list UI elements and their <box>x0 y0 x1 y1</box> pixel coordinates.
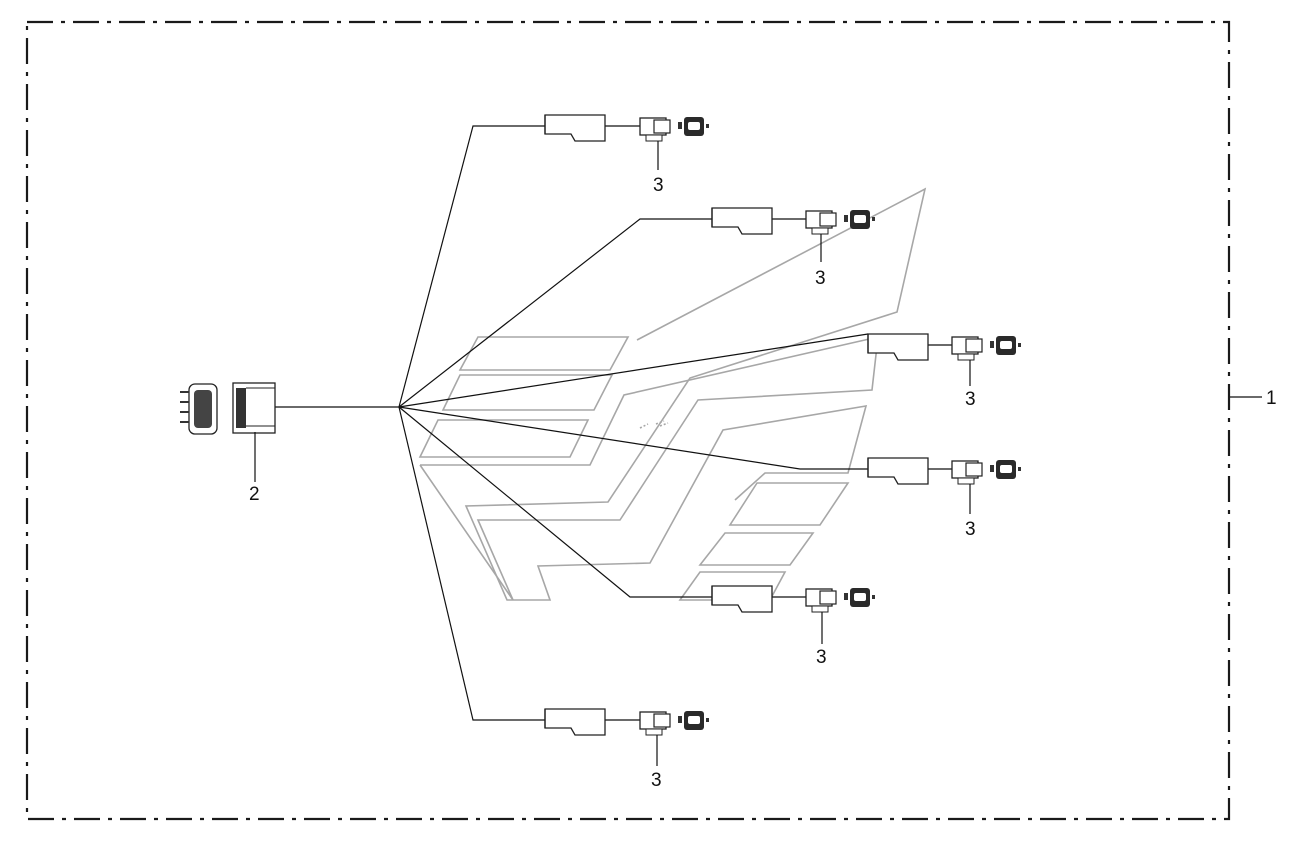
sensor-connector-2 <box>711 207 876 262</box>
sensor-connector-icon <box>639 710 710 736</box>
harness-wires <box>275 125 952 721</box>
assembly-frame <box>25 20 1231 821</box>
main-harness-connector <box>180 382 276 435</box>
main-harness-connector-icon <box>180 382 276 435</box>
callout-sensor: 3 <box>965 519 976 540</box>
sensor-connector-6 <box>544 708 710 766</box>
sensor-connector-3 <box>867 333 1022 386</box>
sensor-connector-1 <box>544 114 710 170</box>
sensor-connector-icon <box>639 116 710 142</box>
sensor-connector-4 <box>867 457 1022 514</box>
callout-sensor: 3 <box>815 268 826 289</box>
callout-sensor: 3 <box>653 175 664 196</box>
sensor-connector-icon <box>805 209 876 235</box>
sensor-connector-icon <box>951 459 1022 485</box>
callout-sensor: 3 <box>816 647 827 668</box>
callout-sensor: 3 <box>965 389 976 410</box>
sensor-connector-icon <box>951 335 1022 361</box>
callout-assembly: 1 <box>1266 388 1277 409</box>
callout-main-connector: 2 <box>249 484 260 505</box>
vehicle-panel-outline <box>418 187 927 601</box>
sensor-connector-5 <box>711 585 876 644</box>
callout-sensor: 3 <box>651 770 662 791</box>
sensor-connector-icon <box>805 587 876 613</box>
